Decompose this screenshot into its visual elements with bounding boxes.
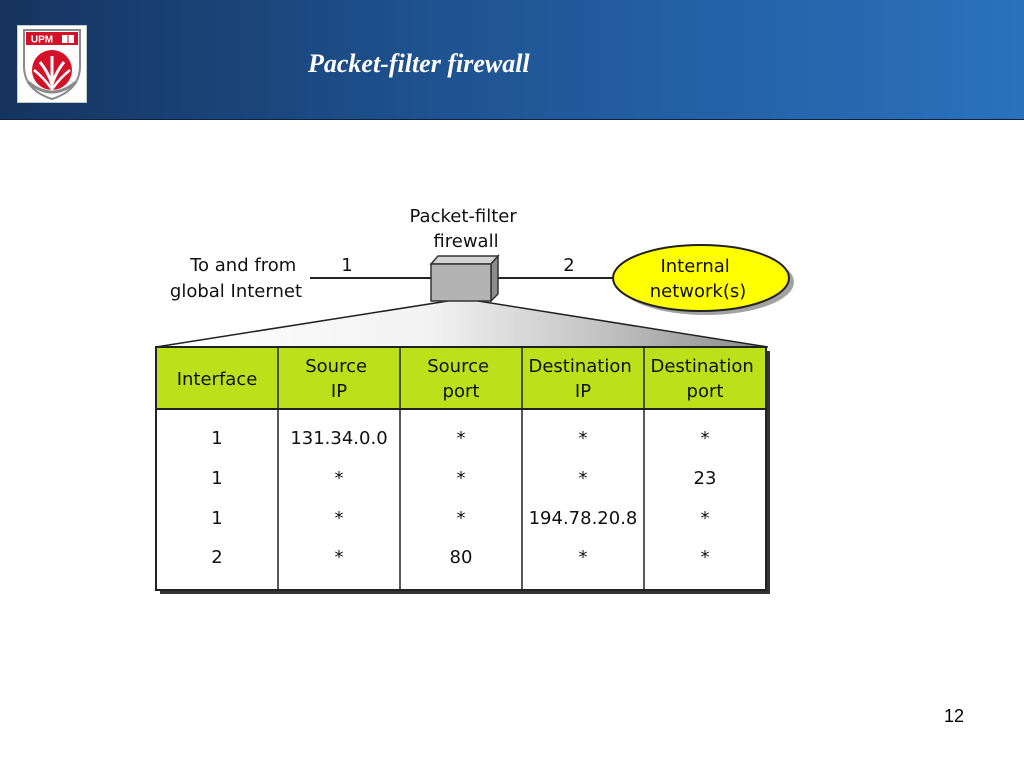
cell-destination-port: 23 (694, 468, 717, 489)
internal-network-ellipse (612, 244, 790, 312)
firewall-label: Packet-filter firewall (410, 206, 523, 252)
cell-destination-ip: * (579, 468, 588, 489)
cell-source-ip: 131.34.0.0 (290, 428, 387, 449)
interface-1-label: 1 (341, 255, 352, 276)
page-number: 12 (943, 706, 964, 726)
cell-source-port: * (457, 428, 466, 449)
cell-destination-port: * (701, 428, 710, 449)
table-header-row (155, 346, 767, 410)
header-source-ip: Source IP (305, 356, 373, 402)
cell-destination-ip: * (579, 547, 588, 568)
header-destination-port: Destination port (650, 356, 759, 402)
cell-interface: 1 (211, 428, 222, 449)
zoom-wedge (156, 301, 768, 347)
upm-logo: UPM (17, 25, 87, 103)
table-row: 1 * * 194.78.20.8 * (211, 508, 709, 529)
title-bar: UPM Packet-filter firewall (0, 0, 1024, 120)
filter-table: Interface Source IP Source port Destinat… (155, 346, 770, 594)
cell-destination-port: * (701, 508, 710, 529)
slide-title: Packet-filter firewall (308, 49, 530, 78)
cell-source-port: 80 (450, 547, 473, 568)
header-destination-ip: Destination IP (528, 356, 637, 402)
cell-destination-port: * (701, 547, 710, 568)
table-row: 2 * 80 * * (211, 547, 709, 568)
cell-source-port: * (457, 468, 466, 489)
cell-destination-ip: 194.78.20.8 (529, 508, 638, 529)
interface-2-label: 2 (563, 255, 574, 276)
cell-interface: 2 (211, 547, 222, 568)
cell-destination-ip: * (579, 428, 588, 449)
logo-text: UPM (31, 35, 53, 46)
cell-source-ip: * (335, 468, 344, 489)
cell-source-ip: * (335, 547, 344, 568)
firewall-box (429, 254, 500, 303)
table-row: 1 * * * 23 (211, 468, 716, 489)
header-interface: Interface (177, 369, 258, 390)
cell-interface: 1 (211, 508, 222, 529)
header-source-port: Source port (427, 356, 495, 402)
table-row: 1 131.34.0.0 * * * (211, 428, 709, 449)
upm-crest-icon: UPM (23, 29, 81, 101)
internal-network-label: Internal network(s) (650, 256, 747, 302)
internet-label: To and from global Internet (170, 255, 302, 302)
cell-source-port: * (457, 508, 466, 529)
cell-source-ip: * (335, 508, 344, 529)
cell-interface: 1 (211, 468, 222, 489)
